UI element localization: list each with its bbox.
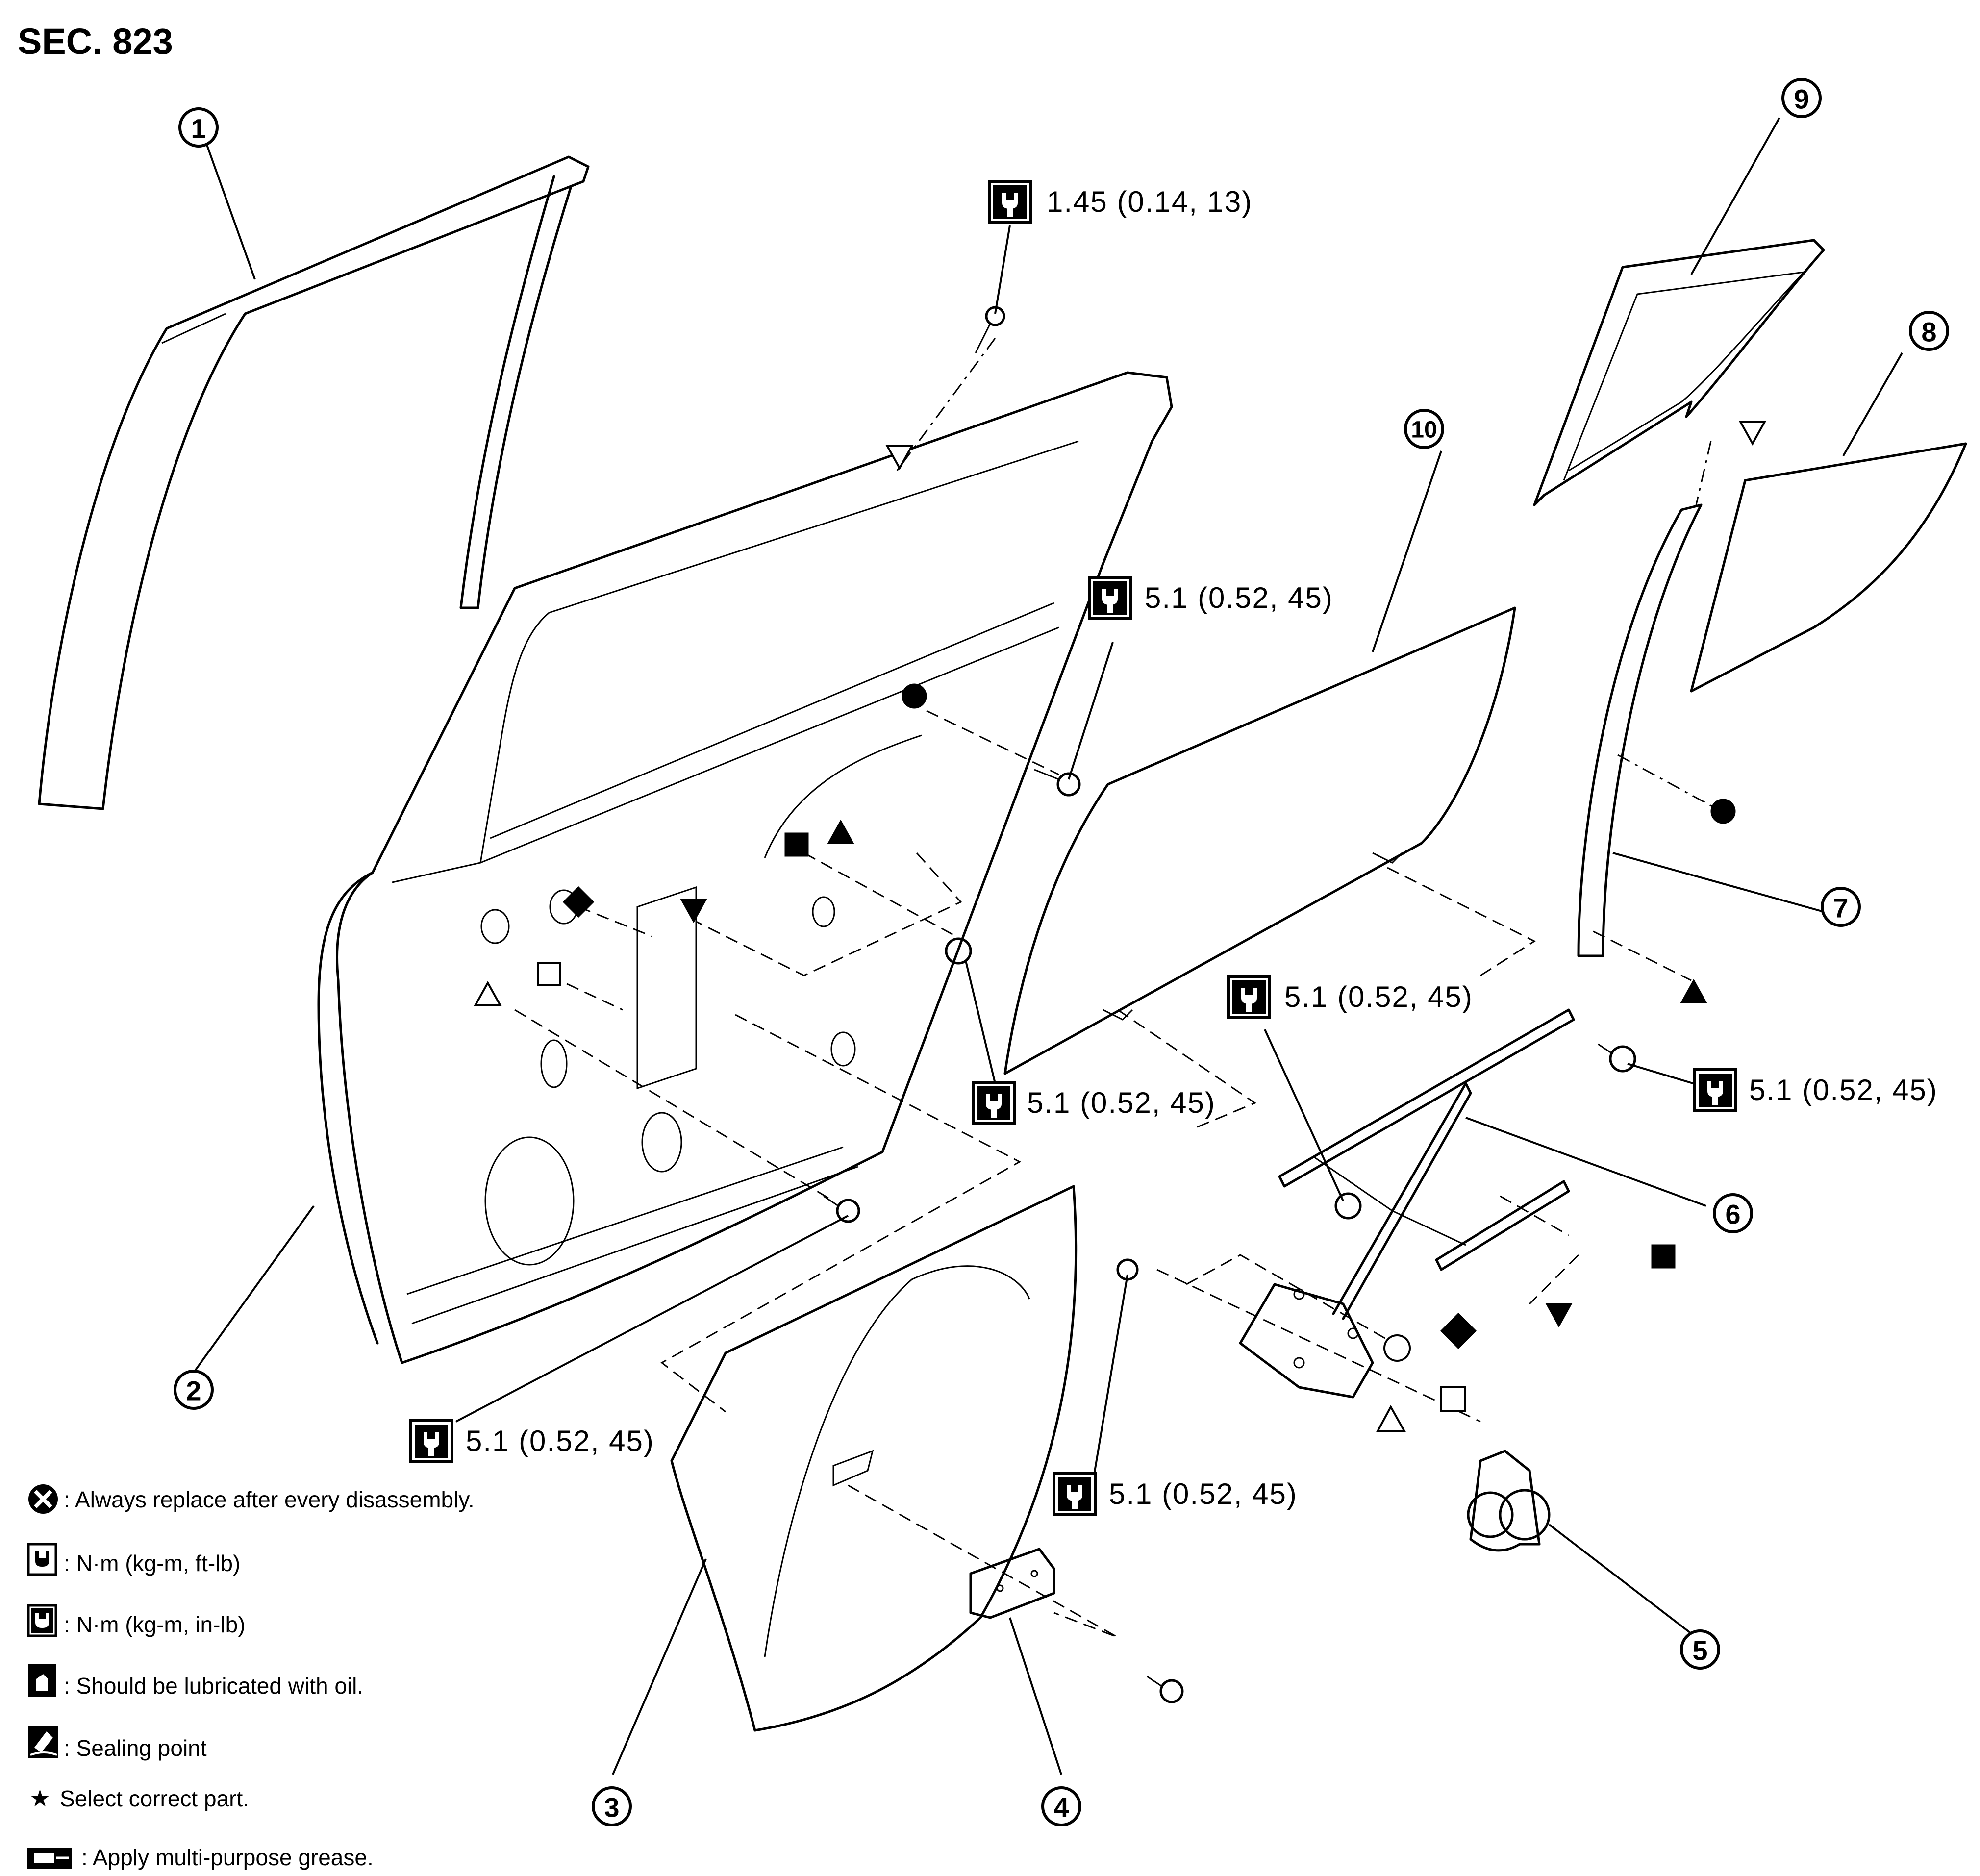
torque-spec-5-value: 5.1 (0.52, 45): [1749, 1074, 1938, 1106]
legend-item-grease: : Apply multi-purpose grease.: [27, 1845, 374, 1870]
leader-lines: [193, 117, 1903, 1775]
torque-wrench-icon: [411, 1421, 452, 1462]
torque-spec-4: 5.1 (0.52, 45): [973, 1082, 1216, 1124]
callout-10-label: 10: [1411, 417, 1437, 443]
legend-text-oil: : Should be lubricated with oil.: [64, 1673, 363, 1699]
legend-item-sealing: : Sealing point: [28, 1726, 207, 1761]
fasteners: [823, 306, 1636, 1703]
callout-1-label: 1: [191, 113, 206, 144]
torque-spec-2: 5.1 (0.52, 45): [1089, 577, 1333, 619]
callout-3: 3: [592, 1786, 632, 1826]
section-title: SEC. 823: [18, 21, 173, 62]
callout-6-label: 6: [1725, 1199, 1740, 1230]
sealing-point-icon: [28, 1726, 58, 1758]
callout-8: 8: [1909, 311, 1949, 351]
sash-weatherstrip-part: [38, 155, 590, 810]
callout-4-label: 4: [1053, 1792, 1069, 1823]
torque-spec-6: 5.1 (0.52, 45): [411, 1421, 654, 1462]
rear-channel-part: [1577, 503, 1703, 957]
replace-icon: [28, 1484, 58, 1514]
callout-10: 10: [1404, 409, 1444, 449]
window-glass-part: [1003, 606, 1516, 1075]
oil-can-icon: [28, 1664, 56, 1697]
callout-3-label: 3: [604, 1792, 619, 1823]
torque-ft-lb-icon: [27, 1543, 57, 1576]
callout-4: 4: [1041, 1786, 1081, 1826]
torque-spec-3-value: 5.1 (0.52, 45): [1284, 980, 1473, 1013]
torque-spec-7: 5.1 (0.52, 45): [1054, 1474, 1298, 1515]
matching-symbols: [474, 421, 1767, 1432]
legend-text-replace: : Always replace after every disassembly…: [64, 1487, 475, 1512]
grease-icon: [27, 1848, 72, 1869]
torque-spec-2-value: 5.1 (0.52, 45): [1145, 581, 1333, 614]
callout-6: 6: [1713, 1193, 1753, 1233]
torque-wrench-icon: [989, 181, 1030, 223]
torque-spec-4-value: 5.1 (0.52, 45): [1027, 1086, 1216, 1119]
torque-spec-7-value: 5.1 (0.52, 45): [1109, 1477, 1298, 1510]
legend-text-torque-in-lb: : N·m (kg-m, in-lb): [64, 1612, 246, 1637]
star-icon: ★: [29, 1785, 50, 1812]
legend-text-grease: : Apply multi-purpose grease.: [81, 1845, 374, 1870]
legend-text-sealing: : Sealing point: [64, 1735, 207, 1761]
torque-spec-1-value: 1.45 (0.14, 13): [1047, 185, 1253, 218]
callout-9: 9: [1781, 78, 1822, 118]
inner-seal-part: [670, 1185, 1078, 1732]
callout-9-label: 9: [1794, 84, 1809, 115]
callout-2: 2: [174, 1370, 214, 1410]
callout-5-label: 5: [1692, 1635, 1707, 1666]
quarter-glass-part: [1690, 442, 1967, 693]
legend: : Always replace after every disassembly…: [27, 1484, 475, 1870]
callout-5: 5: [1680, 1629, 1720, 1670]
legend-text-torque-ft-lb: : N·m (kg-m, ft-lb): [64, 1551, 240, 1576]
callout-8-label: 8: [1921, 317, 1936, 348]
torque-wrench-icon: [1054, 1474, 1095, 1515]
torque-wrench-icon: [1695, 1070, 1736, 1111]
torque-spec-5: 5.1 (0.52, 45): [1695, 1070, 1938, 1111]
door-panel-part: [317, 371, 1173, 1364]
torque-wrench-icon: [1089, 577, 1130, 619]
legend-item-oil: : Should be lubricated with oil.: [28, 1664, 363, 1699]
alignment-lines: [514, 338, 1726, 1638]
legend-item-torque-in-lb: : N·m (kg-m, in-lb): [27, 1604, 246, 1637]
callout-7-label: 7: [1833, 893, 1848, 924]
legend-item-torque-ft-lb: : N·m (kg-m, ft-lb): [27, 1543, 240, 1576]
regulator-motor-part: [1467, 1450, 1551, 1552]
callout-1: 1: [178, 107, 219, 148]
rear-sash-frame-part: [1533, 239, 1825, 506]
legend-text-star: Select correct part.: [60, 1786, 249, 1811]
callout-7: 7: [1821, 887, 1861, 927]
torque-spec-1: 1.45 (0.14, 13): [989, 181, 1253, 223]
torque-in-lb-icon: [27, 1604, 57, 1637]
torque-wrench-icon: [1228, 976, 1270, 1018]
callout-2-label: 2: [186, 1376, 201, 1406]
torque-wrench-icon: [973, 1082, 1014, 1124]
torque-spec-6-value: 5.1 (0.52, 45): [466, 1425, 654, 1457]
bracket-part: [969, 1548, 1055, 1619]
legend-item-star: ★ Select correct part.: [29, 1785, 249, 1812]
legend-item-replace: : Always replace after every disassembly…: [28, 1484, 475, 1514]
torque-spec-3: 5.1 (0.52, 45): [1228, 976, 1473, 1018]
